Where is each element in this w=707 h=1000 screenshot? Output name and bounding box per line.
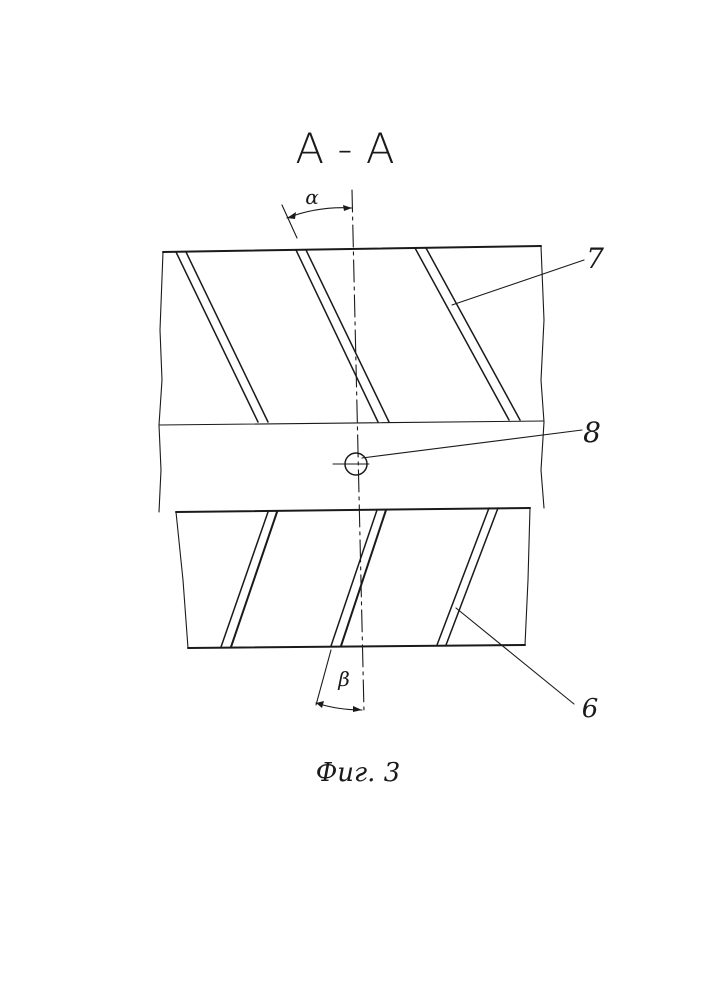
- center-axis: [352, 190, 364, 712]
- callout-7: 7: [586, 242, 604, 275]
- central-band: [159, 421, 544, 512]
- leader-8: [362, 430, 582, 458]
- figure-caption: Фиг. 3: [316, 758, 401, 788]
- angle-beta-label: β: [337, 667, 350, 691]
- lower-grooves: [221, 508, 498, 647]
- callout-6: 6: [582, 694, 599, 724]
- leader-7: [452, 260, 584, 305]
- angle-alpha-label: α: [305, 185, 319, 209]
- angle-alpha: [282, 205, 352, 238]
- upper-grooves: [176, 248, 520, 422]
- callout-8: 8: [583, 416, 601, 449]
- section-title: A - A: [295, 124, 394, 173]
- leader-6: [456, 608, 574, 704]
